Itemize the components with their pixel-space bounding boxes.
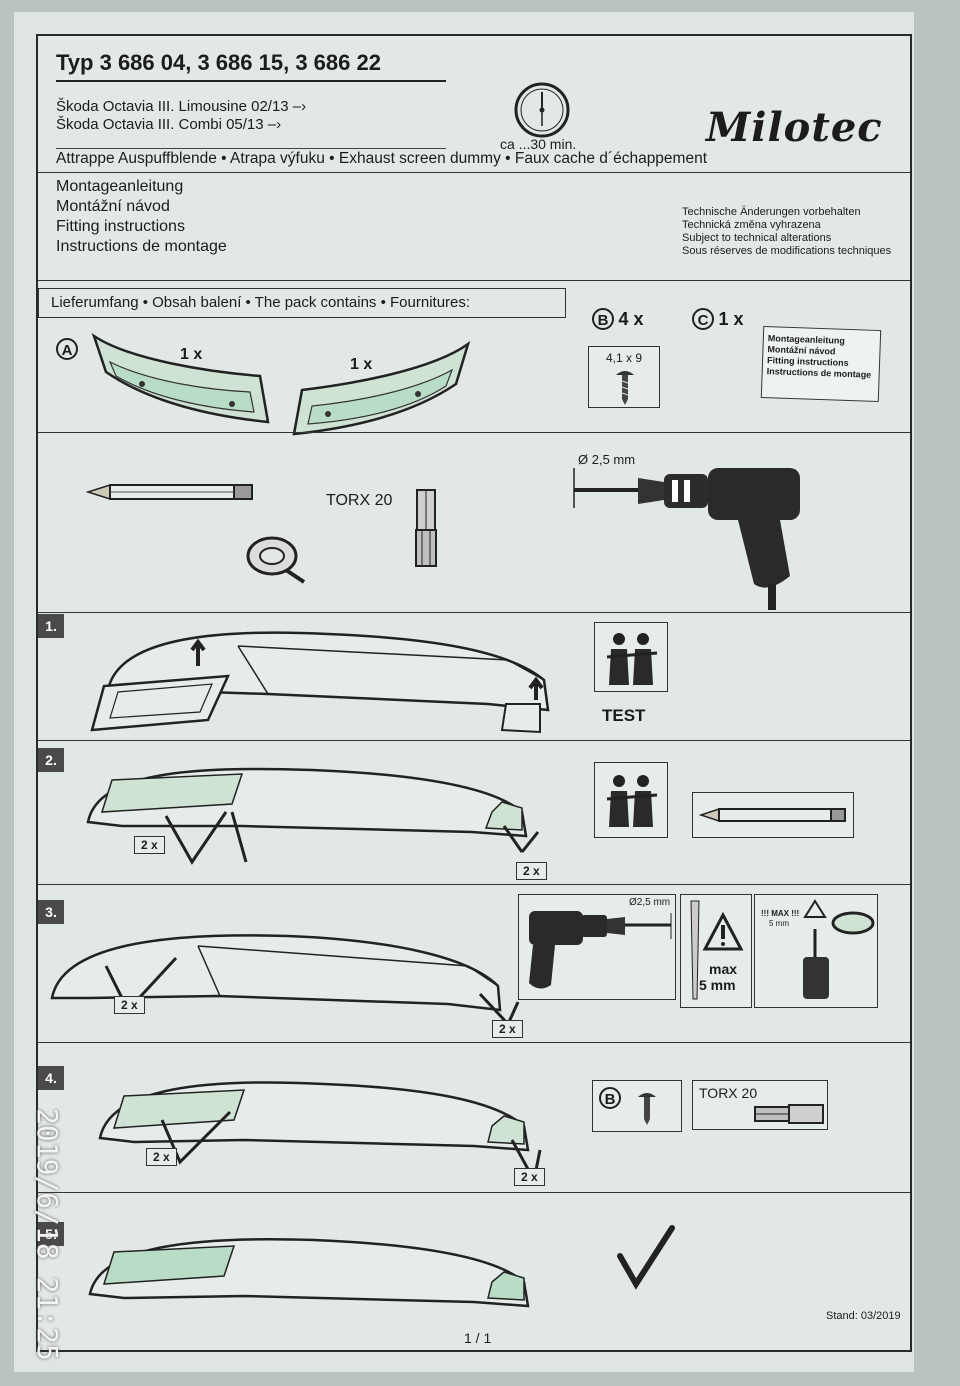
revision-date: Stand: 03/2019	[826, 1310, 901, 1322]
item-c-qty: 1 x	[718, 309, 744, 329]
title-underline	[56, 80, 446, 82]
item-a-marker: A	[56, 338, 78, 360]
pencil-box	[692, 792, 854, 838]
technical-note-en: Subject to technical alterations	[682, 232, 832, 244]
step-4-number: 4.	[38, 1066, 64, 1090]
step-3-qty-left: 2 x	[114, 996, 145, 1014]
step-3-warning: !!! MAX !!!	[761, 909, 800, 918]
clock-icon	[514, 82, 570, 138]
page-frame: Typ 3 686 04, 3 686 15, 3 686 22 Škoda O…	[36, 34, 912, 1352]
exhaust-trim-left	[91, 332, 270, 424]
drill-step-box: Ø2,5 mm	[518, 894, 676, 1000]
checkmark-icon	[617, 1225, 675, 1290]
item-b-label: B 4 x	[592, 308, 643, 330]
step-3-drill-size: Ø2,5 mm	[629, 897, 671, 908]
step-2-qty-right: 2 x	[516, 862, 547, 880]
brand-logo: Milotec	[706, 104, 883, 151]
two-person-box	[594, 762, 668, 838]
product-name: Attrappe Auspuffblende • Atrapa výfuku •…	[56, 150, 708, 167]
bumper-step-1	[90, 631, 550, 734]
bumper-step-2	[86, 767, 540, 865]
technical-note-fr: Sous réserves de modifications technique…	[682, 245, 892, 257]
item-a-label: A	[56, 338, 78, 360]
item-a-right-qty: 1 x	[350, 356, 373, 373]
section-border	[38, 612, 910, 613]
pack-contents-heading: Lieferumfang • Obsah balení • The pack c…	[38, 288, 566, 318]
step-3-qty-right: 2 x	[492, 1020, 523, 1038]
max-depth-box: max 5 mm	[680, 894, 752, 1008]
section-border	[38, 740, 910, 741]
drill-size-label: Ø 2,5 mm	[578, 452, 636, 467]
item-c-marker: C	[692, 308, 714, 330]
instructions-de: Montageanleitung	[56, 178, 184, 195]
item-b-qty: 4 x	[618, 309, 644, 329]
item-c-label: C 1 x	[692, 308, 743, 330]
torx-label: TORX 20	[326, 492, 393, 509]
drill-bit-warning-icon	[690, 900, 744, 1000]
time-estimate: ca ...30 min.	[500, 136, 577, 152]
step-3-warning-mm: 5 mm	[769, 919, 789, 928]
instructions-fr: Instructions de montage	[56, 238, 227, 255]
step-5-number: 5.	[38, 1222, 64, 1246]
exhaust-trim-right	[292, 340, 471, 436]
screw-icon	[616, 371, 634, 405]
car-model-line-1: Škoda Octavia III. Limousine 02/13 –›	[56, 98, 307, 115]
item-a-left-qty: 1 x	[180, 346, 203, 363]
item-b-marker: B	[592, 308, 614, 330]
screw-size: 4,1 x 9	[605, 351, 643, 365]
instruction-sheet: Typ 3 686 04, 3 686 15, 3 686 22 Škoda O…	[14, 12, 914, 1372]
page-number: 1 / 1	[464, 1330, 492, 1346]
tape-marking-box: !!! MAX !!! 5 mm	[754, 894, 878, 1008]
photo-timestamp: 2019/6/18 21:25	[31, 1108, 64, 1361]
step-4-torx-label: TORX 20	[699, 1085, 758, 1101]
car-model-line-2: Škoda Octavia III. Combi 05/13 –›	[56, 116, 282, 133]
screw-box: 4,1 x 9	[588, 346, 660, 408]
torx-bit-icon	[754, 1104, 824, 1124]
step-3-number: 3.	[38, 900, 64, 924]
section-border	[38, 884, 910, 885]
section-border	[38, 432, 910, 433]
torx-bit-icon	[415, 489, 437, 567]
step-2-number: 2.	[38, 748, 64, 772]
instructions-cs: Montážní návod	[56, 198, 170, 215]
two-workers-icon	[606, 775, 658, 827]
pencil-icon	[698, 807, 846, 823]
section-border	[38, 1192, 910, 1193]
tape-drill-icon	[803, 899, 875, 999]
step-1-number: 1.	[38, 614, 64, 638]
pencil-icon	[85, 483, 253, 501]
torx-box: TORX 20	[692, 1080, 828, 1130]
step-4-qty-right: 2 x	[514, 1168, 545, 1186]
bumper-step-3	[50, 934, 520, 1026]
tape-roll-icon	[246, 536, 306, 584]
technical-note-de: Technische Änderungen vorbehalten	[682, 206, 861, 218]
step-3-max-mm: 5 mm	[699, 977, 736, 993]
step-4-qty-left: 2 x	[146, 1148, 177, 1166]
step-4-b-marker: B	[599, 1087, 621, 1109]
bumper-step-5	[88, 1237, 530, 1308]
step-3-max: max	[709, 961, 738, 977]
drill-icon	[573, 468, 800, 610]
screw-icon	[638, 1093, 656, 1125]
section-border	[38, 1042, 910, 1043]
screw-b-box: B	[592, 1080, 682, 1132]
test-label: TEST	[602, 706, 646, 725]
two-workers-icon	[606, 633, 658, 685]
divider	[38, 172, 910, 173]
page-title: Typ 3 686 04, 3 686 15, 3 686 22	[56, 50, 381, 75]
instruction-booklet: Montageanleitung Montážní návod Fitting …	[760, 325, 882, 403]
bumper-step-4	[98, 1081, 542, 1181]
two-person-box	[594, 622, 668, 692]
drill-icon	[529, 911, 672, 989]
technical-note-cs: Technická změna vyhrazena	[682, 219, 821, 231]
instructions-en: Fitting instructions	[56, 218, 185, 235]
section-border	[38, 280, 910, 281]
step-2-qty-left: 2 x	[134, 836, 165, 854]
model-underline	[56, 148, 446, 149]
